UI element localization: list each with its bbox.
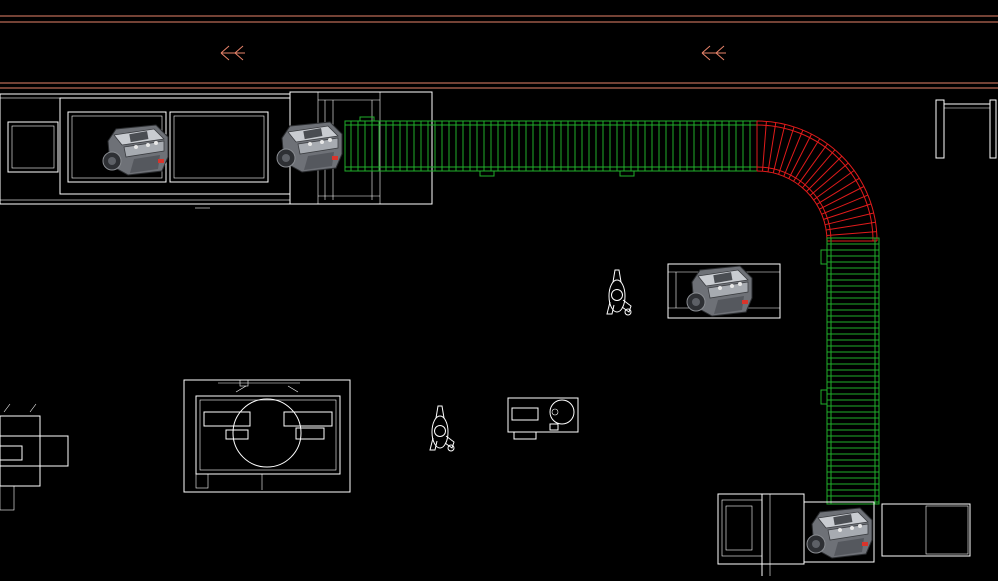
v8-engine-icon — [102, 124, 169, 176]
aisle-boundary-lines — [0, 15, 998, 89]
curved-conveyor-section — [756, 120, 878, 242]
straight-conveyor-horizontal — [344, 116, 758, 177]
rotary-fixture-station — [183, 379, 351, 493]
flow-direction-arrow-left-icon — [701, 45, 727, 61]
v8-engine-icon — [686, 265, 753, 317]
conveyor-exit-station — [717, 493, 971, 576]
left-bottom-machine — [0, 403, 69, 511]
v8-engine-icon — [806, 507, 873, 559]
flow-direction-arrow-left-icon — [220, 45, 246, 61]
straight-conveyor-vertical — [820, 237, 880, 505]
v8-engine-icon — [276, 121, 343, 173]
right-edge-fixture — [935, 99, 997, 159]
operator-figure-icon — [429, 405, 455, 452]
operator-figure-icon — [606, 269, 632, 316]
tool-cart — [507, 397, 579, 440]
